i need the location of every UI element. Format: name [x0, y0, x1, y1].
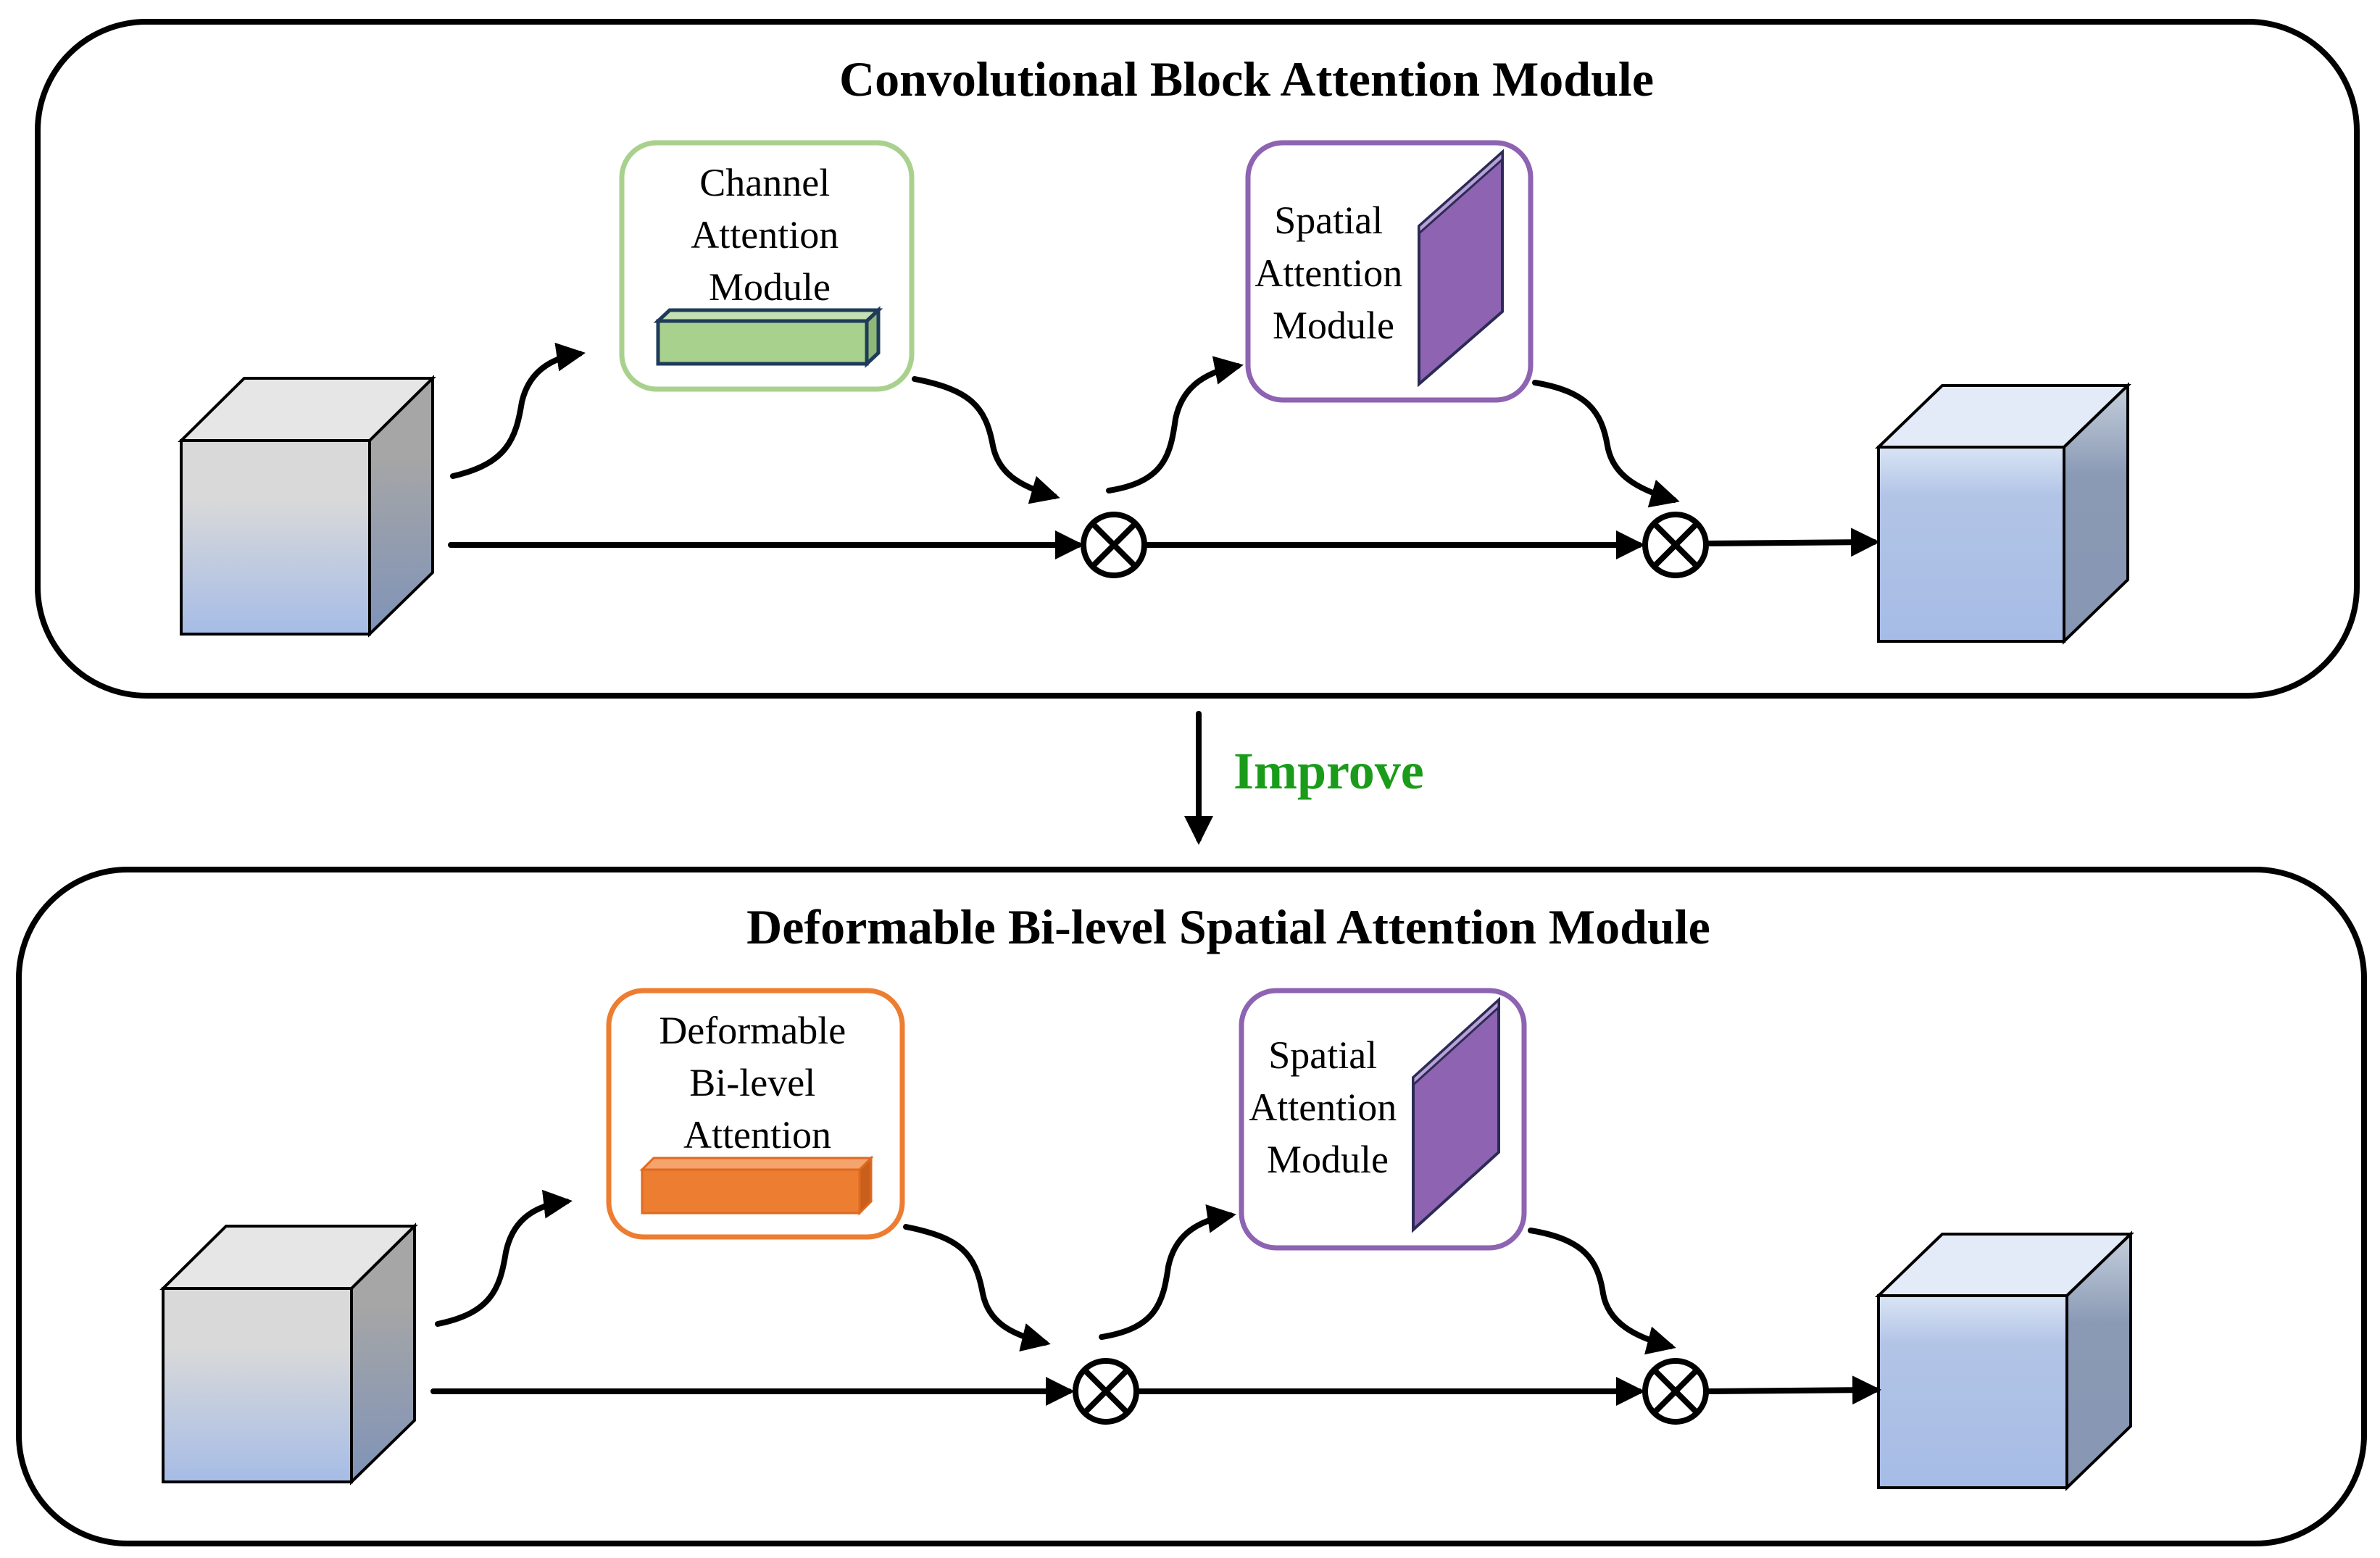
top-panel-frame — [35, 19, 2360, 699]
output-feature-cube-icon — [1875, 382, 2131, 645]
multiply-operator-3-icon — [1073, 1358, 1139, 1425]
deformable-vector-icon — [639, 1155, 874, 1216]
spatial-map-icon-bottom — [1412, 996, 1500, 1233]
spatial-attention-module-top: Spatial Attention Module — [1245, 140, 1534, 403]
top-panel: Convolutional Block Attention Module Cha… — [35, 19, 2360, 699]
spatial-to-mult2-arrow — [1532, 380, 1680, 508]
deformable-bilevel-attention-module: Deformable Bi-level Attention — [606, 988, 905, 1240]
spatial-attention-label-top: Spatial Attention Module — [1255, 199, 1412, 347]
channel-to-mult1-arrow — [912, 376, 1060, 504]
multiply-operator-2-icon — [1642, 512, 1709, 578]
input-feature-cube-icon — [178, 375, 436, 638]
output-feature-cube-icon-bottom — [1875, 1230, 2134, 1491]
channel-attention-module: Channel Attention Module — [619, 140, 915, 392]
deformable-attention-label: Deformable Bi-level Attention — [659, 1009, 855, 1157]
mult1-to-spatial-arrow — [1106, 356, 1244, 493]
mult2-to-output-arrow-bottom — [1706, 1375, 1881, 1405]
deformable-to-mult1-arrow — [903, 1224, 1051, 1352]
mult2-to-output-arrow — [1706, 528, 1880, 557]
bottom-panel: Deformable Bi-level Spatial Attention Mo… — [16, 867, 2367, 1546]
spatial-to-mult2-arrow-bottom — [1528, 1228, 1676, 1355]
improve-connector: Improve — [1184, 711, 1424, 845]
mult1-to-spatial-arrow-bottom — [1099, 1204, 1236, 1340]
multiply-operator-1-icon — [1081, 512, 1147, 578]
input-feature-cube-icon-bottom — [159, 1222, 418, 1486]
bottom-panel-frame — [16, 867, 2367, 1546]
bottom-panel-title: Deformable Bi-level Spatial Attention Mo… — [746, 899, 1710, 954]
improve-label: Improve — [1233, 742, 1424, 800]
channel-vector-icon — [653, 306, 883, 368]
spatial-attention-module-bottom: Spatial Attention Module — [1239, 988, 1527, 1251]
spatial-attention-label-bottom: Spatial Attention Module — [1249, 1033, 1406, 1181]
input-to-channel-arrow — [450, 342, 586, 479]
spatial-map-icon — [1418, 149, 1504, 388]
input-to-deformable-arrow — [435, 1189, 573, 1327]
multiply-operator-4-icon — [1642, 1358, 1709, 1425]
channel-attention-label: Channel Attention Module — [691, 161, 848, 309]
top-panel-title: Convolutional Block Attention Module — [839, 51, 1654, 107]
